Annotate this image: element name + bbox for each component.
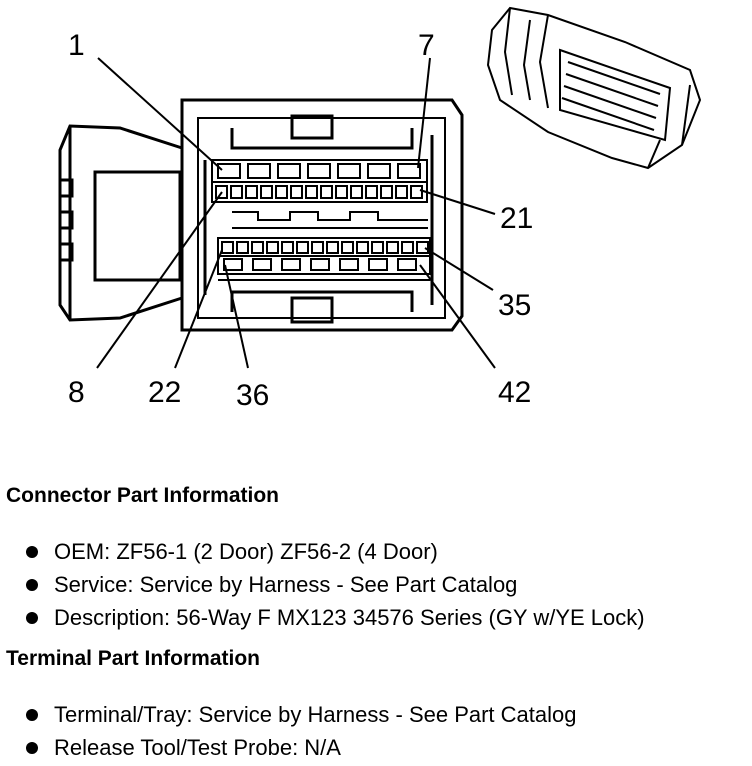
terminal-cavity	[307, 163, 331, 179]
terminal-cavity	[290, 185, 303, 199]
terminal-info-item: Terminal/Tray: Service by Harness - See …	[0, 700, 577, 733]
bullet-icon	[26, 612, 38, 624]
terminal-cavity	[230, 185, 243, 199]
terminal-cavity	[339, 258, 359, 271]
pin-label-7: 7	[418, 29, 435, 62]
bullet-icon	[26, 742, 38, 754]
bullet-icon	[26, 546, 38, 558]
pin-label-22: 22	[148, 376, 181, 409]
terminal-cavity	[281, 258, 301, 271]
terminal-cavity	[223, 258, 243, 271]
terminal-cavity	[386, 241, 399, 254]
terminal-cavity	[260, 185, 273, 199]
terminal-cavity	[215, 185, 228, 199]
terminal-cavity	[217, 163, 241, 179]
terminal-cavity	[335, 185, 348, 199]
terminal-cavity	[401, 241, 414, 254]
terminal-cavity	[311, 241, 324, 254]
pin-label-21: 21	[500, 202, 533, 235]
terminal-cavity	[305, 185, 318, 199]
connector-side-latch	[58, 124, 183, 322]
terminal-cavity	[367, 163, 391, 179]
terminal-cavity	[350, 185, 363, 199]
connector-info-item: Description: 56-Way F MX123 34576 Series…	[0, 603, 645, 636]
terminal-cavity	[356, 241, 369, 254]
terminal-cavity	[410, 185, 423, 199]
terminal-cavity	[397, 163, 421, 179]
terminal-cavity	[252, 258, 272, 271]
terminal-cavity	[245, 185, 258, 199]
bullet-icon	[26, 579, 38, 591]
terminal-cavity	[247, 163, 271, 179]
terminal-cavity	[395, 185, 408, 199]
connector-info-item: OEM: ZF56-1 (2 Door) ZF56-2 (4 Door)	[0, 537, 645, 570]
terminal-info-list: Terminal/Tray: Service by Harness - See …	[0, 700, 577, 766]
connector-info-title: Connector Part Information	[6, 484, 280, 507]
pin-label-35: 35	[498, 289, 531, 322]
terminal-cavity	[368, 258, 388, 271]
connector-3d-inset	[486, 6, 702, 170]
terminal-info-title: Terminal Part Information	[6, 647, 260, 670]
connector-info-item: Service: Service by Harness - See Part C…	[0, 570, 645, 603]
terminal-cavity	[275, 185, 288, 199]
bullet-icon	[26, 709, 38, 721]
terminal-cavity	[341, 241, 354, 254]
terminal-cavity	[310, 258, 330, 271]
terminal-cavity	[236, 241, 249, 254]
lower-terminal-row	[217, 237, 431, 281]
pin-label-42: 42	[498, 376, 531, 409]
terminal-cavity	[380, 185, 393, 199]
terminal-cavity	[277, 163, 301, 179]
terminal-info-item: Release Tool/Test Probe: N/A	[0, 733, 577, 766]
terminal-cavity	[320, 185, 333, 199]
pin-label-36: 36	[236, 379, 269, 412]
connector-diagram: 1 7 21 35 8 22 36 42	[58, 6, 702, 412]
connector-info-list: OEM: ZF56-1 (2 Door) ZF56-2 (4 Door) Ser…	[0, 537, 645, 636]
upper-terminal-row	[211, 159, 428, 203]
pin-label-8: 8	[68, 376, 85, 409]
terminal-cavity	[326, 241, 339, 254]
terminal-cavity	[365, 185, 378, 199]
terminal-cavity	[296, 241, 309, 254]
terminal-cavity	[266, 241, 279, 254]
connector-housing	[180, 98, 464, 332]
terminal-cavity	[251, 241, 264, 254]
terminal-cavity	[221, 241, 234, 254]
center-key-rib	[232, 211, 428, 229]
terminal-cavity	[371, 241, 384, 254]
terminal-cavity	[397, 258, 417, 271]
terminal-cavity	[337, 163, 361, 179]
pin-label-1: 1	[68, 29, 85, 62]
terminal-cavity	[416, 241, 429, 254]
terminal-cavity	[281, 241, 294, 254]
leader-lines	[96, 57, 496, 369]
